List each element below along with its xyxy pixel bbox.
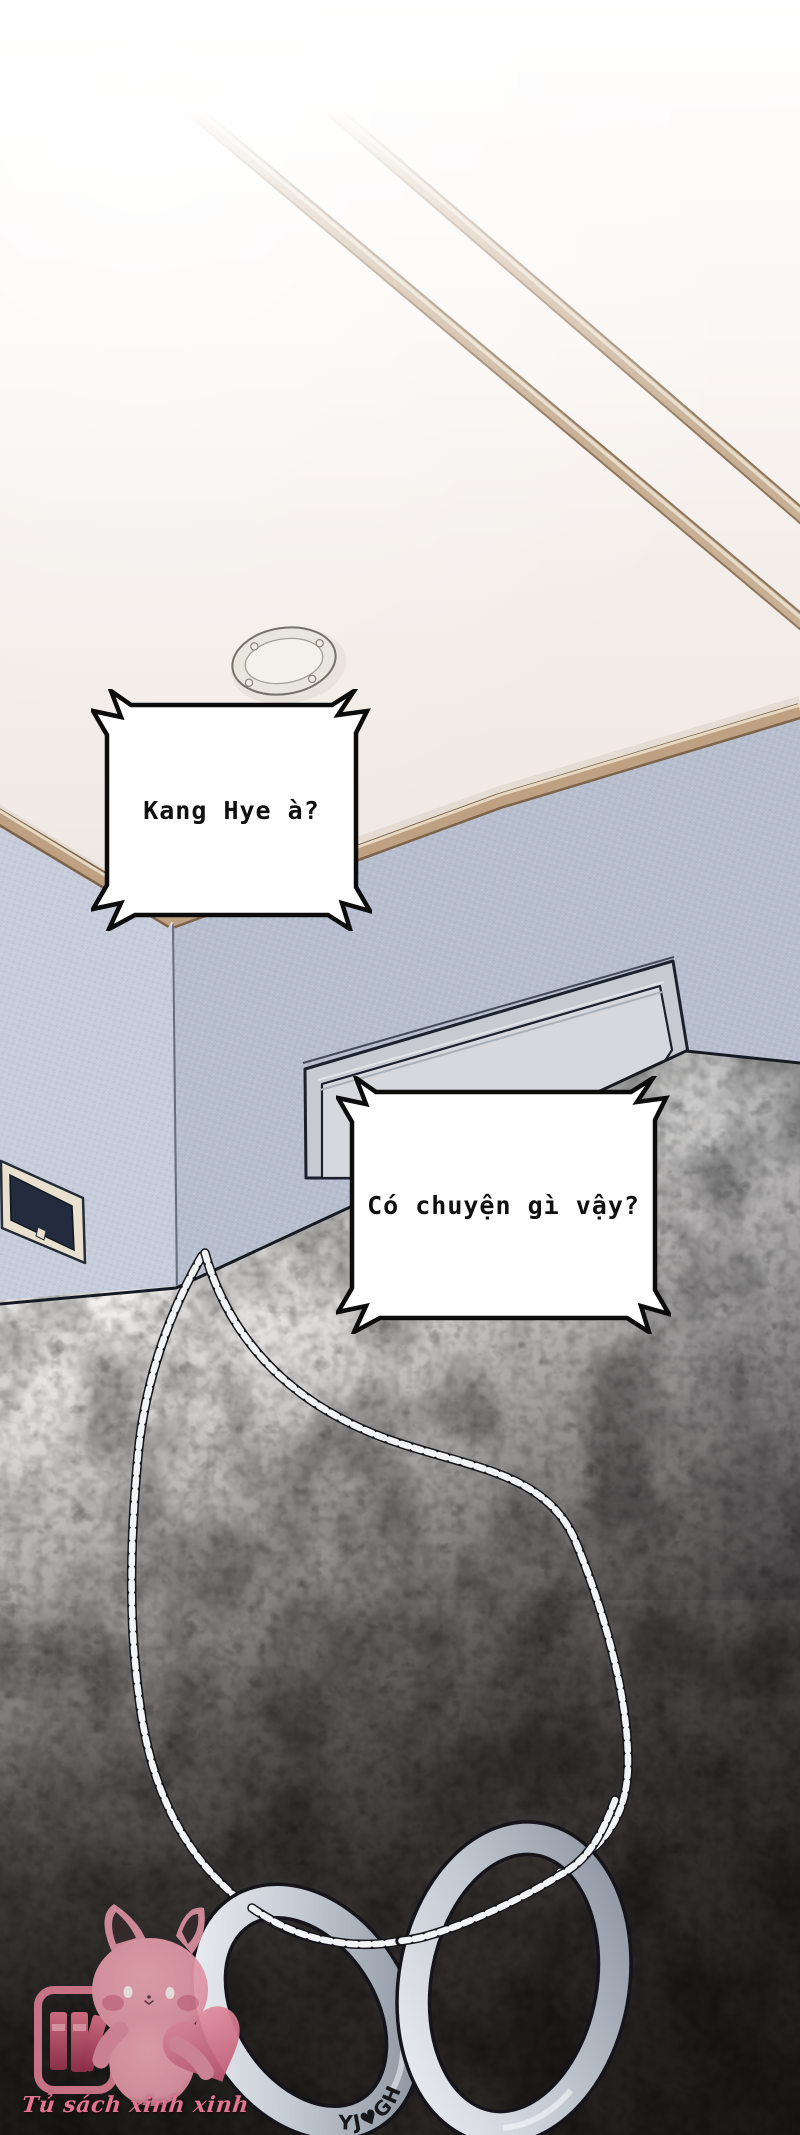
- speech-bubble-2: Có chuyện gì vậy?: [336, 1076, 671, 1334]
- cat-eye-left: [123, 1986, 133, 1998]
- book-icons: [50, 2012, 108, 2072]
- ring-right: [395, 1820, 633, 2135]
- ceiling-beam-right: [200, 0, 800, 525]
- intercom-button: [35, 1226, 47, 1241]
- speech-bubble-1-shape: [91, 689, 372, 931]
- ceiling-beams: [57, 0, 800, 631]
- speech-bubble-2-text: Có chuyện gì vậy?: [367, 1190, 640, 1220]
- cat-arm-left: [92, 2021, 129, 2069]
- ceiling-light-icon: [231, 626, 347, 704]
- speech-bubble-2-shape: [336, 1076, 671, 1334]
- intercom-screen: [9, 1173, 75, 1252]
- cat-eye-right: [165, 1987, 175, 1999]
- ceiling-beam-left: [57, 0, 800, 631]
- wall-corner-line: [172, 923, 178, 1289]
- speech-bubble-1: Kang Hye à?: [91, 689, 372, 931]
- heart-icon: [162, 2006, 240, 2082]
- speech-bubble-1-text: Kang Hye à?: [143, 795, 320, 825]
- wall-intercom-panel: [0, 1159, 87, 1265]
- mascot-cat: [34, 1904, 240, 2106]
- watermark-text: Tủ sách xinh xinh: [20, 2092, 251, 2118]
- cat-paw-right: [168, 2036, 214, 2080]
